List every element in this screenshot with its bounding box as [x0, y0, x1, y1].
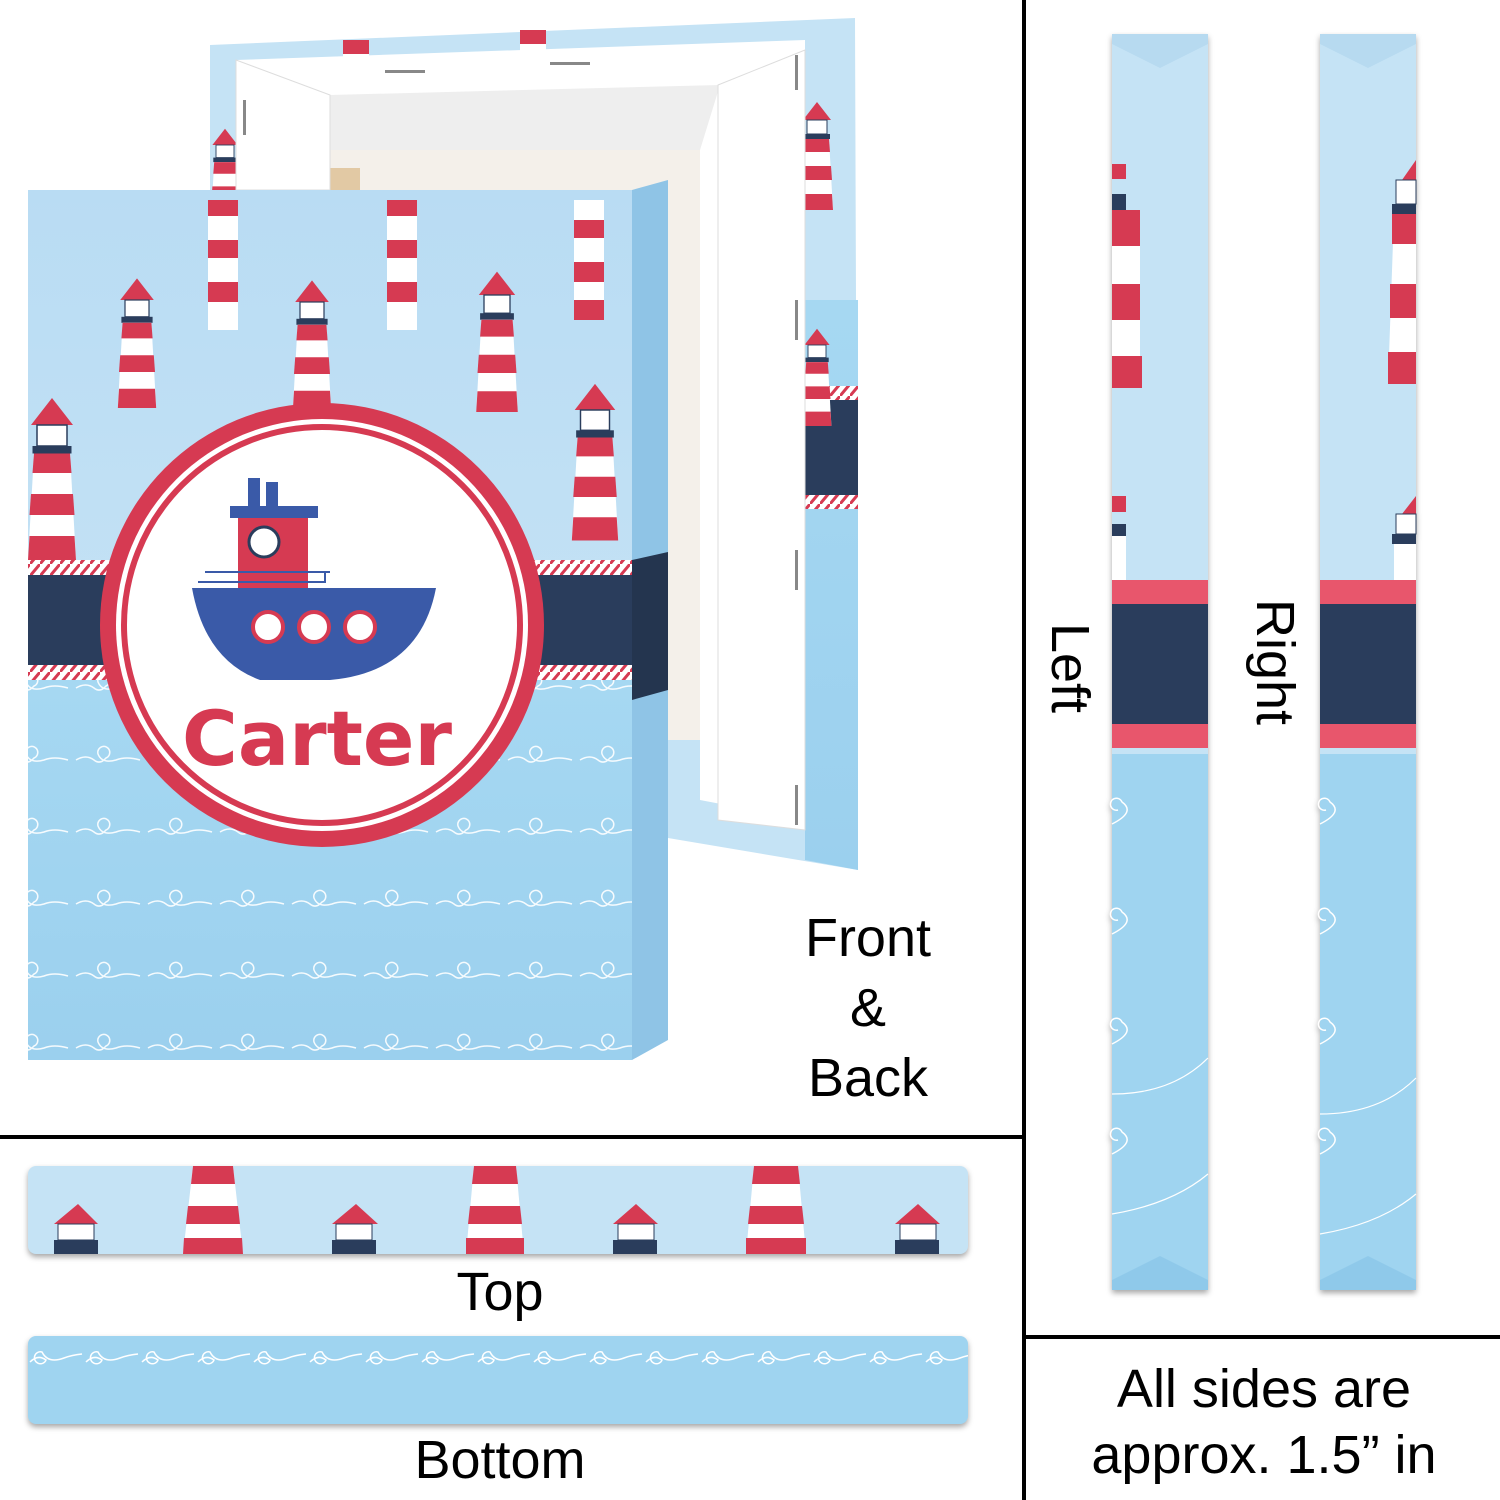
size-note: All sides are approx. 1.5” in [1028, 1356, 1500, 1488]
front-back-line-2: & [849, 978, 887, 1038]
front-back-label: Front & Back [780, 903, 956, 1113]
back-panel [210, 18, 858, 870]
horizontal-divider-right [1024, 1335, 1500, 1339]
horizontal-divider-left [0, 1135, 1024, 1139]
right-strip [1317, 34, 1417, 1290]
left-strip [1109, 34, 1209, 1290]
size-note-line-1: All sides are [1116, 1359, 1412, 1419]
top-strip [28, 1166, 968, 1254]
bottom-strip [28, 1336, 968, 1424]
top-label: Top [456, 1262, 544, 1322]
personalized-name: Carter [182, 694, 452, 783]
left-label: Left [1040, 622, 1100, 714]
right-label: Right [1245, 598, 1305, 726]
bottom-label: Bottom [414, 1430, 586, 1490]
vertical-divider [1022, 0, 1026, 1500]
canvas-illustration: Carter [27, 18, 858, 1060]
front-back-line-1: Front [804, 908, 932, 968]
front-back-line-3: Back [807, 1048, 929, 1108]
size-note-line-2: approx. 1.5” in [1091, 1425, 1437, 1485]
boat-icon [192, 478, 436, 680]
front-panel: Carter [27, 180, 668, 1060]
